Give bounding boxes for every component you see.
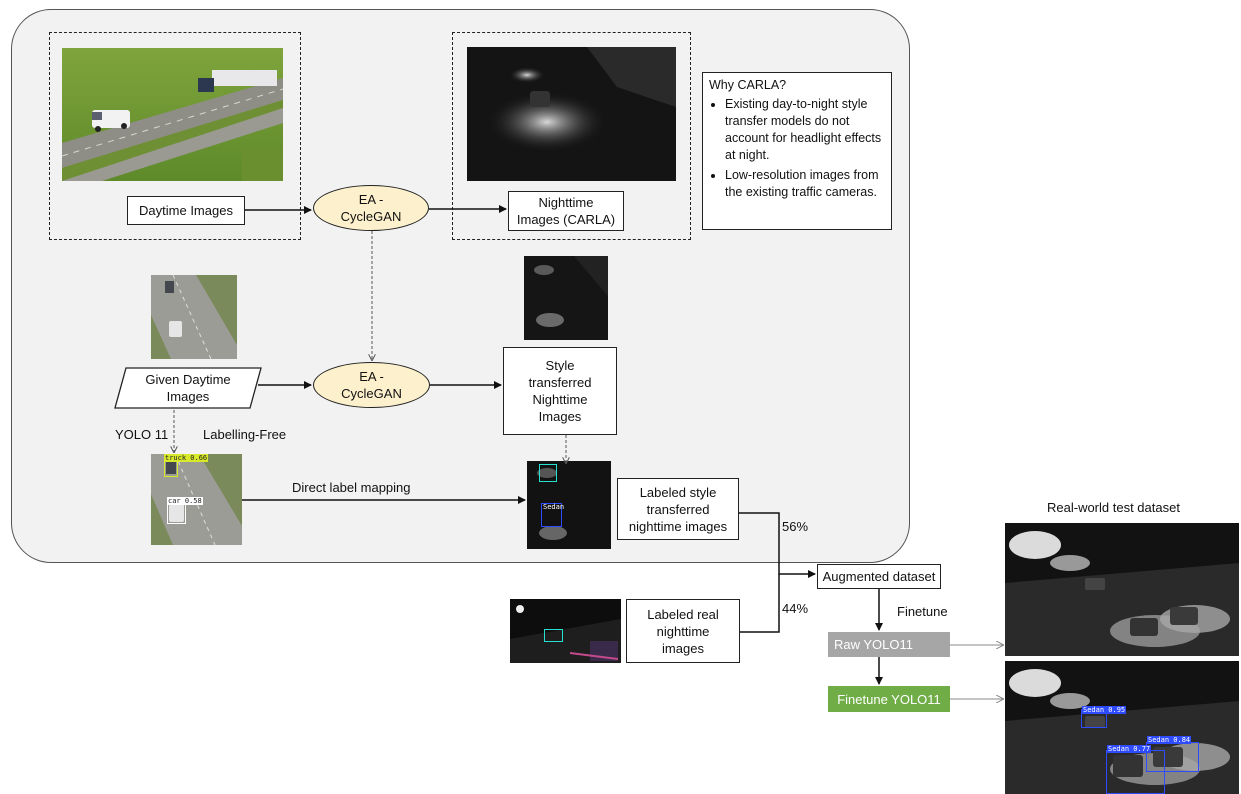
yolo-label: YOLO 11	[115, 427, 169, 442]
sedan-tag-1: Sedan 0.95	[1082, 706, 1127, 714]
labeled-real-label: Labeled real nighttime images	[647, 606, 719, 656]
style-transferred-box: Style transferred Nighttime Images	[503, 347, 617, 435]
finetune-yolo-box: Finetune YOLO11	[828, 686, 950, 712]
raw-yolo-box: Raw YOLO11	[828, 632, 950, 657]
labeled-style-box: Labeled style transferred nighttime imag…	[617, 478, 739, 540]
style-transferred-label: Style transferred Nighttime Images	[528, 358, 592, 424]
pct-56-label: 56%	[782, 519, 809, 534]
sedan-tag-3: Sedan 0.77	[1107, 745, 1152, 753]
sedan-detection-tag: Sedan	[543, 503, 565, 511]
daytime-highway-image	[62, 48, 283, 181]
nighttime-carla-box: Nighttime Images (CARLA)	[508, 191, 624, 231]
raw-yolo-label: Raw YOLO11	[834, 637, 914, 652]
nighttime-carla-label: Nighttime Images (CARLA)	[516, 195, 616, 227]
note-bullet: Low-resolution images from the existing …	[725, 167, 885, 201]
ea-cyclegan-top: EA - CycleGAN	[313, 185, 429, 231]
pct-44-label: 44%	[782, 601, 809, 616]
daytime-images-label: Daytime Images	[139, 203, 233, 218]
augmented-dataset-box: Augmented dataset	[817, 564, 941, 589]
real-night-detection-box	[544, 629, 563, 642]
finetune-yolo-label: Finetune YOLO11	[837, 691, 941, 707]
car-detection-tag: car 0.58	[167, 497, 203, 505]
truck-detection-tag: truck 0.66	[164, 454, 209, 462]
labeled-real-box: Labeled real nighttime images	[626, 599, 740, 663]
finetune-label: Finetune	[897, 604, 948, 619]
ea-cyclegan-mid: EA - CycleGAN	[313, 362, 430, 408]
test-dataset-title: Real-world test dataset	[1047, 500, 1180, 515]
note-bullet: Existing day-to-night style transfer mod…	[725, 96, 885, 164]
daytime-images-box: Daytime Images	[127, 196, 245, 225]
given-daytime-text: Given Daytime Images	[145, 372, 231, 404]
nighttime-carla-group	[452, 32, 691, 240]
sedan-detection-box-top	[539, 464, 557, 482]
sedan-detection-box	[541, 503, 562, 527]
nighttime-carla-image	[467, 47, 676, 181]
labelling-free-label: Labelling-Free	[203, 427, 287, 442]
given-daytime-parallelogram	[114, 367, 262, 409]
real-night-image	[510, 599, 621, 663]
ea-cyclegan-mid-label: EA - CycleGAN	[341, 369, 402, 401]
test-image-raw	[1005, 523, 1239, 656]
labeled-daytime-image: truck 0.66 car 0.58	[151, 454, 242, 545]
style-transferred-thumbnail	[524, 256, 608, 340]
augmented-dataset-label: Augmented dataset	[822, 569, 936, 584]
daytime-group	[49, 32, 301, 240]
why-carla-title: Why CARLA?	[709, 78, 787, 92]
arrow-44-branch	[740, 574, 780, 633]
arrow-56-branch	[739, 512, 816, 578]
labeled-style-label: Labeled style transferred nighttime imag…	[628, 484, 728, 534]
why-carla-note: Why CARLA? Existing day-to-night style t…	[702, 72, 892, 230]
direct-label-mapping-label: Direct label mapping	[292, 480, 411, 495]
sedan-tag-2: Sedan 0.84	[1147, 736, 1192, 744]
test-image-finetune: Sedan 0.95 Sedan 0.84 Sedan 0.77	[1005, 661, 1239, 794]
ea-cyclegan-top-label: EA - CycleGAN	[340, 192, 402, 224]
given-daytime-image	[151, 275, 237, 359]
labeled-night-thumbnail: Sedan	[527, 461, 611, 549]
